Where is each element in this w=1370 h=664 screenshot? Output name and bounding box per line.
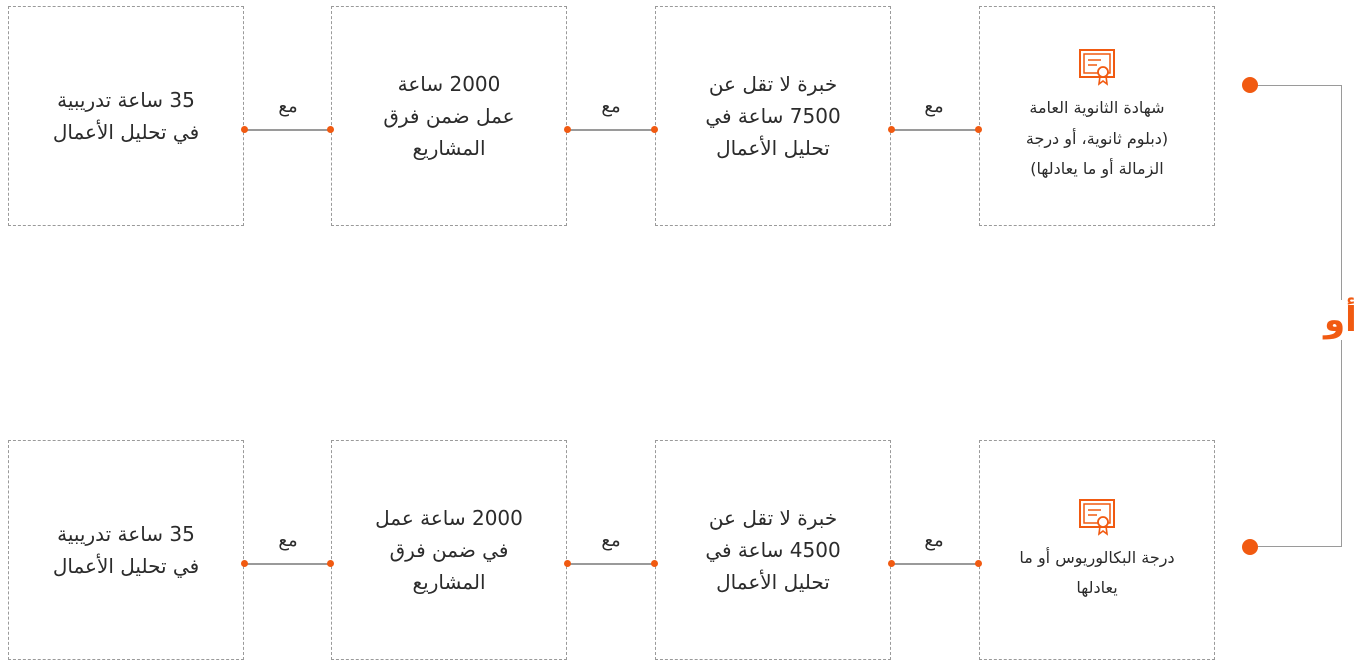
qualification-text: درجة البكالوريوس أو ما يعادلها xyxy=(1019,547,1175,597)
connector-label: مع xyxy=(924,96,944,117)
connector-dot xyxy=(975,126,982,133)
qualification-box-row1: شهادة الثانوية العامة (دبلوم ثانوية، أو … xyxy=(979,6,1215,226)
training-box-row1: 35 ساعة تدريبية في تحليل الأعمال xyxy=(8,6,244,226)
project-work-text: 2000 ساعة عمل في ضمن فرق المشاريع xyxy=(375,506,523,594)
training-text: 35 ساعة تدريبية في تحليل الأعمال xyxy=(52,522,200,578)
experience-box-row2: خبرة لا تقل عن 4500 ساعة في تحليل الأعما… xyxy=(655,440,891,660)
connector-dot xyxy=(651,126,658,133)
connector-line xyxy=(891,129,979,131)
connector-label: مع xyxy=(924,530,944,551)
connector-dot xyxy=(564,560,571,567)
training-text: 35 ساعة تدريبية في تحليل الأعمال xyxy=(52,88,200,144)
row2-start-dot xyxy=(1242,539,1258,555)
connector-line xyxy=(891,563,979,565)
connector-dot xyxy=(888,126,895,133)
connector-line xyxy=(567,563,655,565)
connector-line xyxy=(244,129,331,131)
row1-start-dot xyxy=(1242,77,1258,93)
connector-dot xyxy=(888,560,895,567)
connector-dot xyxy=(327,126,334,133)
connector-label: مع xyxy=(278,96,298,117)
connector-dot xyxy=(651,560,658,567)
qualification-text: شهادة الثانوية العامة (دبلوم ثانوية، أو … xyxy=(1025,98,1169,179)
or-label: أو xyxy=(1322,300,1359,340)
training-box-row2: 35 ساعة تدريبية في تحليل الأعمال xyxy=(8,440,244,660)
project-work-box-row1: 2000 ساعة عمل ضمن فرق المشاريع xyxy=(331,6,567,226)
project-work-box-row2: 2000 ساعة عمل في ضمن فرق المشاريع xyxy=(331,440,567,660)
connector-label: مع xyxy=(601,96,621,117)
project-work-text: 2000 ساعة عمل ضمن فرق المشاريع xyxy=(383,72,515,160)
connector-label: مع xyxy=(278,530,298,551)
experience-text: خبرة لا تقل عن 7500 ساعة في تحليل الأعما… xyxy=(705,72,841,160)
experience-text: خبرة لا تقل عن 4500 ساعة في تحليل الأعما… xyxy=(705,506,841,594)
connector-dot xyxy=(241,126,248,133)
qualification-box-row2: درجة البكالوريوس أو ما يعادلها xyxy=(979,440,1215,660)
connector-dot xyxy=(241,560,248,567)
connector-label: مع xyxy=(601,530,621,551)
certificate-icon xyxy=(1079,498,1115,536)
experience-box-row1: خبرة لا تقل عن 7500 ساعة في تحليل الأعما… xyxy=(655,6,891,226)
connector-line xyxy=(244,563,331,565)
connector-dot xyxy=(564,126,571,133)
connector-line xyxy=(567,129,655,131)
certificate-icon xyxy=(1079,49,1115,87)
connector-dot xyxy=(975,560,982,567)
connector-dot xyxy=(327,560,334,567)
